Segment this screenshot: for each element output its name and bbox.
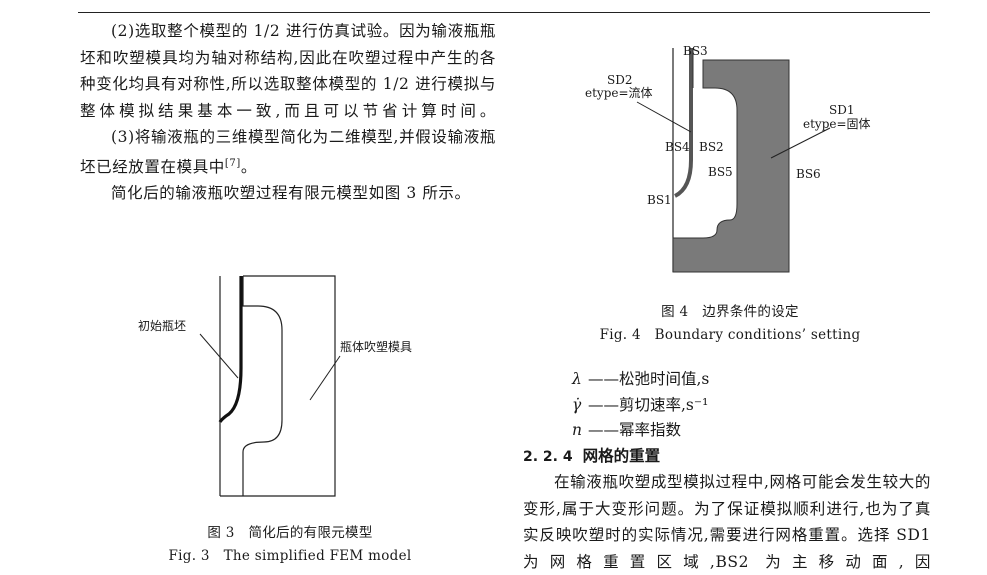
label-bs6: BS6 (796, 167, 821, 181)
preform-bs1 (673, 48, 693, 198)
section-title: 网格的重置 (582, 446, 661, 465)
label-bs1: BS1 (647, 193, 672, 207)
initial-preform (218, 276, 243, 423)
leader-mold (309, 355, 341, 401)
paragraph-fig3-intro: 简化后的输液瓶吹塑过程有限元模型如图 3 所示。 (111, 184, 471, 202)
label-sd2-type: etype=流体 (585, 86, 653, 100)
label-bs5: BS5 (708, 165, 733, 179)
leader-sd1 (770, 127, 831, 159)
label-sd2: SD2 (607, 73, 632, 87)
figure-4-boundary-conditions: BS3 SD2 etype=流体 SD1 etype=固体 BS4 BS2 BS… (585, 44, 871, 273)
label-initial-preform: 初始瓶坯 (138, 319, 186, 333)
paragraph-assumption-3-text: (3)将输液瓶的三维模型简化为二维模型,并假设输液瓶坯已经放置在模具中 (80, 128, 496, 176)
fig3-caption-cn: 图 3 简化后的有限元模型 (207, 525, 373, 541)
mold-cavity (242, 276, 283, 496)
region-sd1-solid (672, 59, 790, 273)
section-heading: 2. 2. 4 网格的重置 (523, 444, 660, 466)
right-column-text: 在输液瓶吹塑成型模拟过程中,网格可能会发生较大的变形,属于大变形问题。为了保证模… (523, 469, 931, 575)
fig4-caption-cn: 图 4 边界条件的设定 (661, 304, 799, 320)
label-bs4: BS4 (665, 140, 690, 154)
symbol-lambda: λ——松弛时间值,s (572, 370, 710, 388)
symbol-n: n——幂率指数 (572, 421, 682, 439)
label-bs2: BS2 (699, 140, 724, 154)
mold-outline (220, 275, 336, 497)
label-bs3: BS3 (683, 44, 708, 58)
paragraph-remeshing: 在输液瓶吹塑成型模拟过程中,网格可能会发生较大的变形,属于大变形问题。为了保证模… (523, 473, 931, 571)
label-blow-mold: 瓶体吹塑模具 (340, 339, 412, 354)
paragraph-assumption-2: (2)选取整个模型的 1/2 进行仿真试验。因为输液瓶瓶坯和吹塑模具均为轴对称结… (80, 22, 496, 120)
leader-sd2 (636, 101, 692, 133)
fig4-caption-en: Fig. 4 Boundary conditions’ setting (599, 327, 861, 343)
left-column-text: (2)选取整个模型的 1/2 进行仿真试验。因为输液瓶瓶坯和吹塑模具均为轴对称结… (80, 18, 496, 207)
fig3-caption-en: Fig. 3 The simplified FEM model (168, 548, 412, 564)
paragraph-assumption-3-tail: 。 (240, 157, 257, 176)
section-number: 2. 2. 4 (523, 449, 573, 465)
label-sd1: SD1 (829, 103, 854, 117)
citation: [7] (224, 157, 241, 169)
paragraph-assumption-3: (3)将输液瓶的三维模型简化为二维模型,并假设输液瓶坯已经放置在模具中[7]。 (80, 124, 496, 180)
figure-3-fem-model: 初始瓶坯 瓶体吹塑模具 (138, 275, 412, 497)
label-sd1-type: etype=固体 (803, 117, 871, 131)
header-rule (78, 12, 930, 13)
leader-preform (199, 333, 239, 379)
symbol-gamma-dot: γ̇——剪切速率,s⁻¹ (572, 396, 709, 414)
